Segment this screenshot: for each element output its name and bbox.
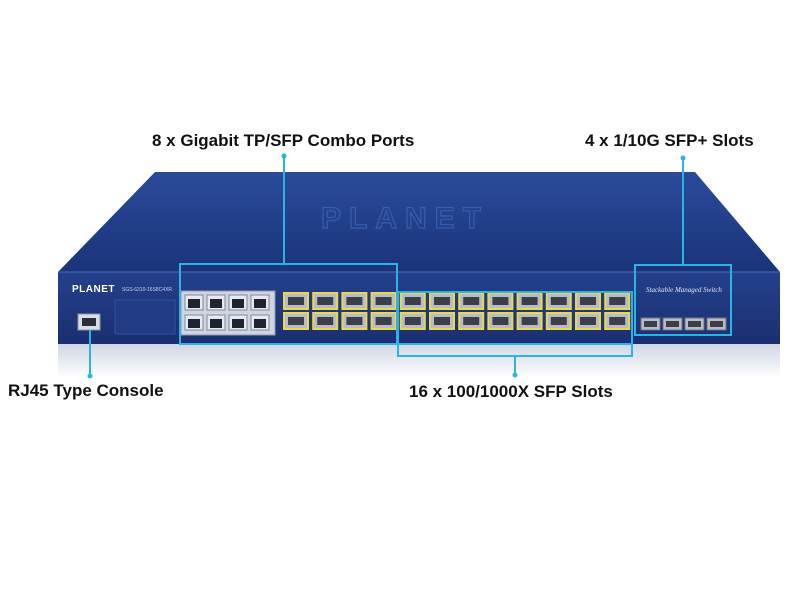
sfp-slot bbox=[545, 292, 572, 310]
sfp-plus-slot bbox=[662, 317, 683, 331]
sfp-plus-slot bbox=[684, 317, 705, 331]
rj45-port bbox=[228, 314, 248, 331]
sfp-slot bbox=[312, 312, 339, 330]
sfp-slot bbox=[458, 292, 485, 310]
sfp-slot bbox=[575, 292, 601, 310]
sfp-slot bbox=[283, 292, 309, 310]
chassis-reflection bbox=[58, 344, 780, 378]
sfp-port-group bbox=[283, 292, 631, 330]
sfp-slots-highlight bbox=[397, 291, 633, 345]
sfp-plus-slot bbox=[640, 317, 661, 331]
sfp-slot bbox=[370, 312, 397, 330]
rj45-port bbox=[250, 314, 270, 331]
combo-ports-label: 8 x Gigabit TP/SFP Combo Ports bbox=[152, 131, 415, 150]
sfp-slot bbox=[399, 292, 426, 310]
rj45-port bbox=[228, 294, 248, 311]
sfp-slot bbox=[516, 292, 543, 310]
console-label: RJ45 Type Console bbox=[8, 381, 164, 400]
sfp-slot bbox=[487, 292, 514, 310]
sfp-plus-port-group bbox=[640, 317, 727, 331]
sfp-slot bbox=[545, 312, 572, 330]
lid-logo: PLANET bbox=[321, 202, 489, 235]
sfp-slot bbox=[458, 312, 485, 330]
model-number: SGS-6310-16S8C4XR bbox=[122, 287, 173, 293]
sfp-slot bbox=[312, 292, 339, 310]
sfp-slot bbox=[575, 312, 601, 330]
brand-logo: PLANET bbox=[72, 284, 115, 295]
sfp-slot bbox=[341, 312, 368, 330]
sfp-plus-slots-label: 4 x 1/10G SFP+ Slots bbox=[585, 131, 754, 150]
sfp-slot bbox=[487, 312, 514, 330]
rj45-port-group bbox=[184, 294, 270, 331]
sfp-slot bbox=[341, 292, 368, 310]
rj45-port bbox=[206, 314, 226, 331]
product-name: Stackable Managed Switch bbox=[646, 286, 722, 294]
sfp-slot bbox=[283, 312, 309, 330]
sfp-slot bbox=[429, 312, 455, 330]
rj45-port bbox=[184, 314, 204, 331]
rj45-port bbox=[184, 294, 204, 311]
sfp-slot bbox=[399, 312, 426, 330]
sfp-slot bbox=[604, 312, 631, 330]
chassis-top bbox=[58, 172, 780, 272]
rj45-port bbox=[250, 294, 270, 311]
rj45-port bbox=[206, 294, 226, 311]
sfp-slot bbox=[370, 292, 397, 310]
sfp-slot bbox=[429, 292, 455, 310]
sfp-slots-label: 16 x 100/1000X SFP Slots bbox=[409, 382, 613, 401]
sfp-plus-slot bbox=[706, 317, 727, 331]
led-panel bbox=[114, 299, 176, 335]
sfp-slot bbox=[516, 312, 543, 330]
sfp-slot bbox=[604, 292, 631, 310]
